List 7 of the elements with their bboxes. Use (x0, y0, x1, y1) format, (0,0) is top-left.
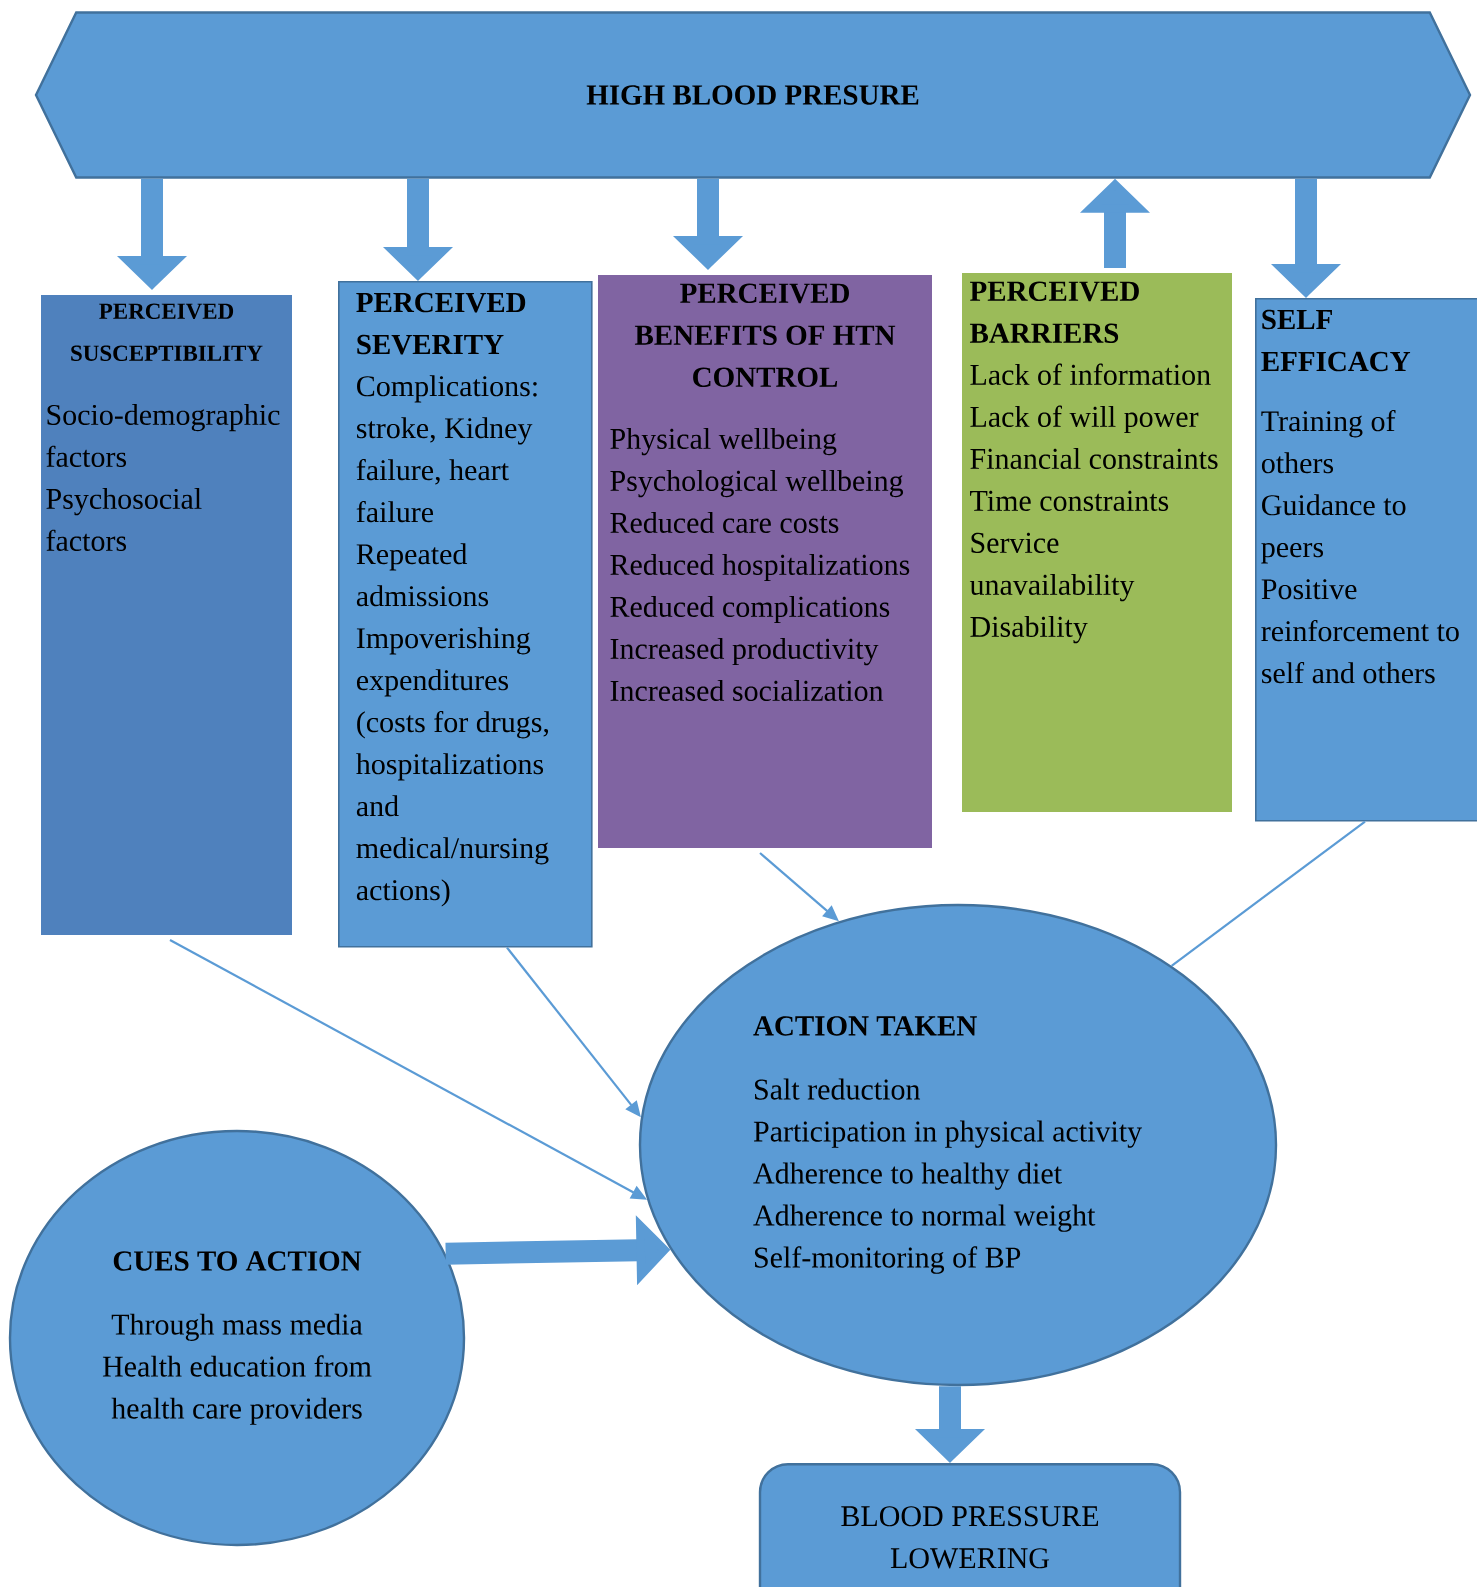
content-box: PERCEIVED SUSCEPTIBILITY Socio-demographic factors Psychosocial factors (36, 290, 297, 940)
content-box: SELF EFFICACY Training of others Guidance to peers Positive reinforcement to self and others (1255, 298, 1477, 822)
banner-hexagon: HIGH BLOOD PRESURE (34, 11, 1472, 179)
content-box: PERCEIVED SEVERITY Complications: stroke, Kidney failure, heart failure Repeated admissions Impoverishing expenditures (costs for drugs, hospitalizations and medical/nursing actions) (338, 281, 593, 948)
content-box: PERCEIVED BENEFITS OF HTN CONTROL Physical wellbeing Psychological wellbeing Reduced care costs Reduced hospitalizations Reduced complications Increased productivity Increased socialization (593, 270, 937, 853)
content-box: PERCEIVED BARRIERS Lack of information Lack of will power Financial constraints Time constraints Service unavailability Disability (957, 268, 1237, 817)
connector-line (1170, 820, 1366, 967)
